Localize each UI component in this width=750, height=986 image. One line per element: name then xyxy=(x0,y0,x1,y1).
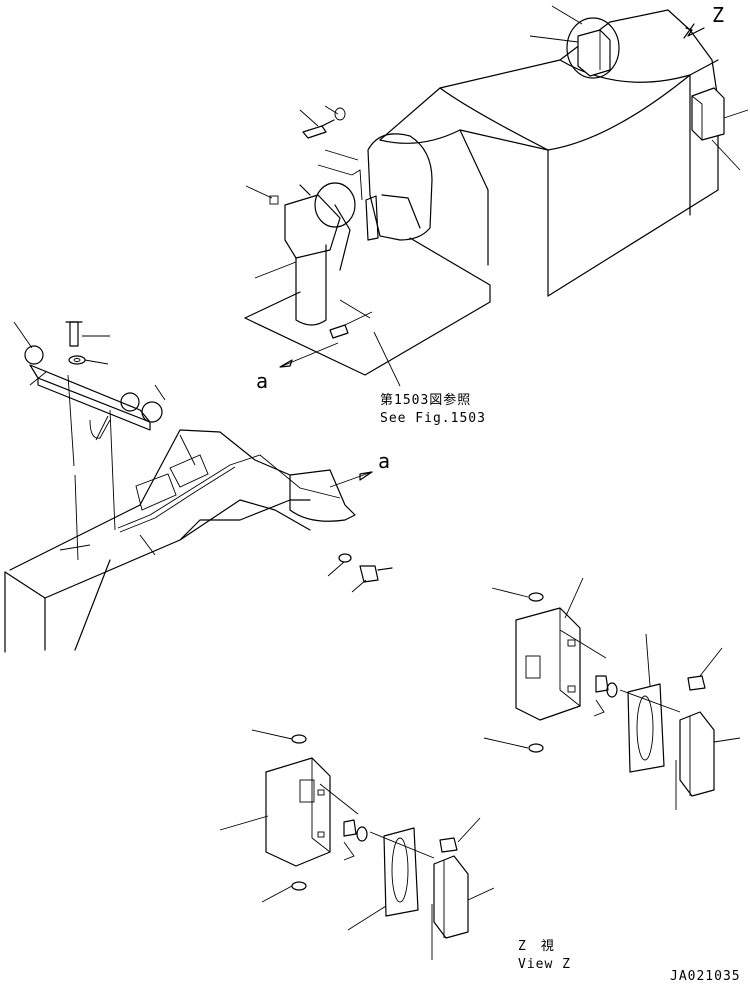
harness-bolts xyxy=(13,321,196,556)
frame-bolt xyxy=(327,553,393,593)
floor-plate xyxy=(244,237,491,376)
box-assembly-right xyxy=(483,577,741,810)
ref-letter-right: a xyxy=(378,449,390,473)
drawing-code: JA021035 xyxy=(670,969,741,984)
main-frame xyxy=(4,429,356,653)
view-z-arrow xyxy=(683,23,705,39)
see-fig-en: See Fig.1503 xyxy=(380,411,486,426)
leader-lines-top xyxy=(245,5,749,387)
harness-wires xyxy=(117,454,341,533)
box-assembly-lower xyxy=(219,729,495,960)
view-z-en: View Z xyxy=(518,957,571,972)
see-fig-jp: 第1503図参照 xyxy=(380,392,471,408)
steering-column xyxy=(269,182,356,326)
ref-arrow-right xyxy=(329,471,373,488)
operator-seat xyxy=(367,133,433,241)
view-z-jp: Z 視 xyxy=(518,939,555,954)
column-parts xyxy=(302,107,379,339)
controller-box-top xyxy=(566,17,620,79)
ref-arrow-left xyxy=(279,342,339,368)
controller-box-side xyxy=(691,87,725,141)
ref-letter-left: a xyxy=(256,369,268,393)
harness-bracket xyxy=(24,345,163,561)
hood-assembly xyxy=(379,9,719,297)
view-arrow-letter: Z xyxy=(712,3,724,27)
